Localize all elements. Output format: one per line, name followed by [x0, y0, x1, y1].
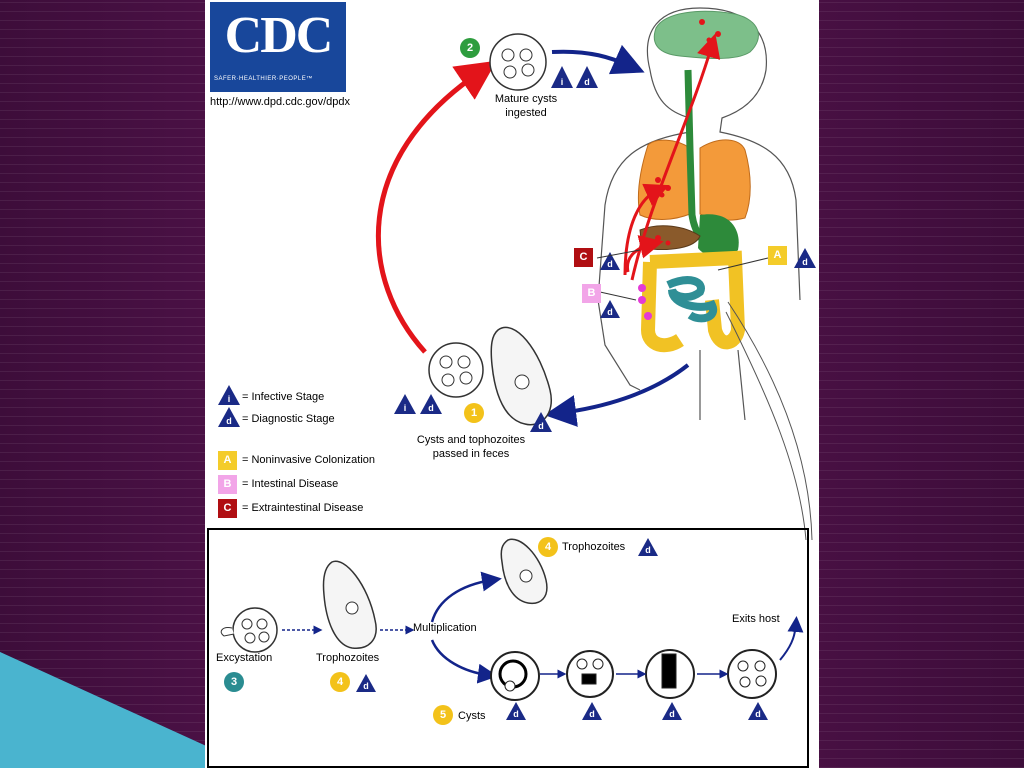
trophozoites-label-top: Trophozoites [562, 541, 626, 553]
red-arrow-to-lung [623, 183, 669, 276]
red-arrow-transmission [375, 60, 497, 354]
svg-text:d: d [538, 421, 544, 431]
svg-text:d: d [607, 259, 613, 269]
blue-arrow-feces [544, 363, 690, 427]
inset-cyst-stage-2 [566, 650, 614, 698]
legend-a-text: = Noninvasive Colonization [242, 454, 375, 466]
small-intestine [666, 276, 718, 323]
stage-4b-badge: 4 [330, 672, 350, 692]
mature-cyst [489, 33, 547, 91]
legend-b-badge: B [218, 475, 237, 494]
cdc-logo-text: CDC [224, 7, 334, 64]
stage-2-line-1: Mature cysts [494, 93, 558, 105]
stage-1-label: Cysts and tophozoites passed in feces [396, 433, 546, 461]
magnify-line-2 [725, 311, 807, 541]
stage-3-badge: 3 [224, 672, 244, 692]
stage-1-badge: 1 [464, 403, 484, 423]
cdc-logo: CDC SAFER·HEALTHIER·PEOPLE™ [210, 2, 346, 92]
svg-text:d: d [584, 77, 590, 87]
exits-host-label: Exits host [732, 613, 780, 625]
stage-4a-badge: 4 [538, 537, 558, 557]
svg-text:i: i [561, 77, 564, 87]
badge-a-body: A [768, 246, 787, 265]
svg-text:d: d [755, 709, 761, 719]
stomach [698, 214, 739, 258]
magnify-line-1 [727, 301, 813, 541]
stage-2-label: Mature cysts ingested [476, 92, 576, 120]
inset-arrow-up [430, 571, 502, 623]
legend-c-badge: C [218, 499, 237, 518]
inset-arrow-exit [779, 616, 804, 661]
svg-text:d: d [589, 709, 595, 719]
source-url: http://www.dpd.cdc.gov/dpdx [210, 96, 351, 108]
svg-text:d: d [669, 709, 675, 719]
multiplication-label: Multiplication [413, 622, 477, 634]
blue-arrow-ingestion [551, 44, 645, 75]
intestinal-lesions [638, 284, 652, 320]
legend-diagnostic-text: = Diagnostic Stage [242, 413, 335, 425]
svg-text:d: d [802, 257, 808, 267]
stage-1-line-2: passed in feces [432, 448, 510, 460]
legend-b-text: = Intestinal Disease [242, 478, 339, 490]
badge-c-body: C [574, 248, 593, 267]
excystation-label: Excystation [216, 652, 273, 664]
legend-c-text: = Extraintestinal Disease [242, 502, 364, 514]
inset-cyst-stage-4 [727, 649, 777, 699]
passed-cyst [428, 342, 484, 398]
teal-wedge-decoration [0, 652, 230, 768]
cysts-label: Cysts [458, 710, 486, 722]
svg-text:d: d [607, 307, 613, 317]
svg-text:i: i [404, 403, 407, 413]
inset-excystation-cyst [220, 607, 278, 653]
stage-1-line-1: Cysts and tophozoites [416, 434, 526, 446]
svg-text:d: d [363, 681, 369, 691]
svg-text:d: d [513, 709, 519, 719]
trophozoites-label-inset: Trophozoites [316, 652, 380, 664]
triangle-badges [394, 66, 816, 432]
human-body [597, 7, 801, 421]
colon [640, 250, 746, 353]
svg-text:d: d [428, 403, 434, 413]
legend-infective-icon [218, 385, 240, 405]
inset-arrow-down [430, 639, 498, 684]
svg-text:i: i [228, 394, 231, 404]
badge-b-body: B [582, 284, 601, 303]
legend-diagnostic-icon [218, 407, 240, 427]
cdc-logo-tagline: SAFER·HEALTHIER·PEOPLE™ [214, 76, 313, 82]
inset-cyst-stage-1 [490, 651, 540, 701]
svg-text:d: d [645, 545, 651, 555]
inset-box [207, 528, 809, 768]
stage-2-badge: 2 [460, 38, 480, 58]
legend-a-badge: A [218, 451, 237, 470]
red-arrow-to-liver [625, 235, 664, 273]
lungs-right [699, 139, 751, 221]
stage-2-line-2: ingested [505, 107, 547, 119]
brain [653, 10, 759, 59]
legend-infective-text: = Infective Stage [242, 391, 325, 403]
stage-5-badge: 5 [433, 705, 453, 725]
svg-text:d: d [226, 416, 232, 426]
